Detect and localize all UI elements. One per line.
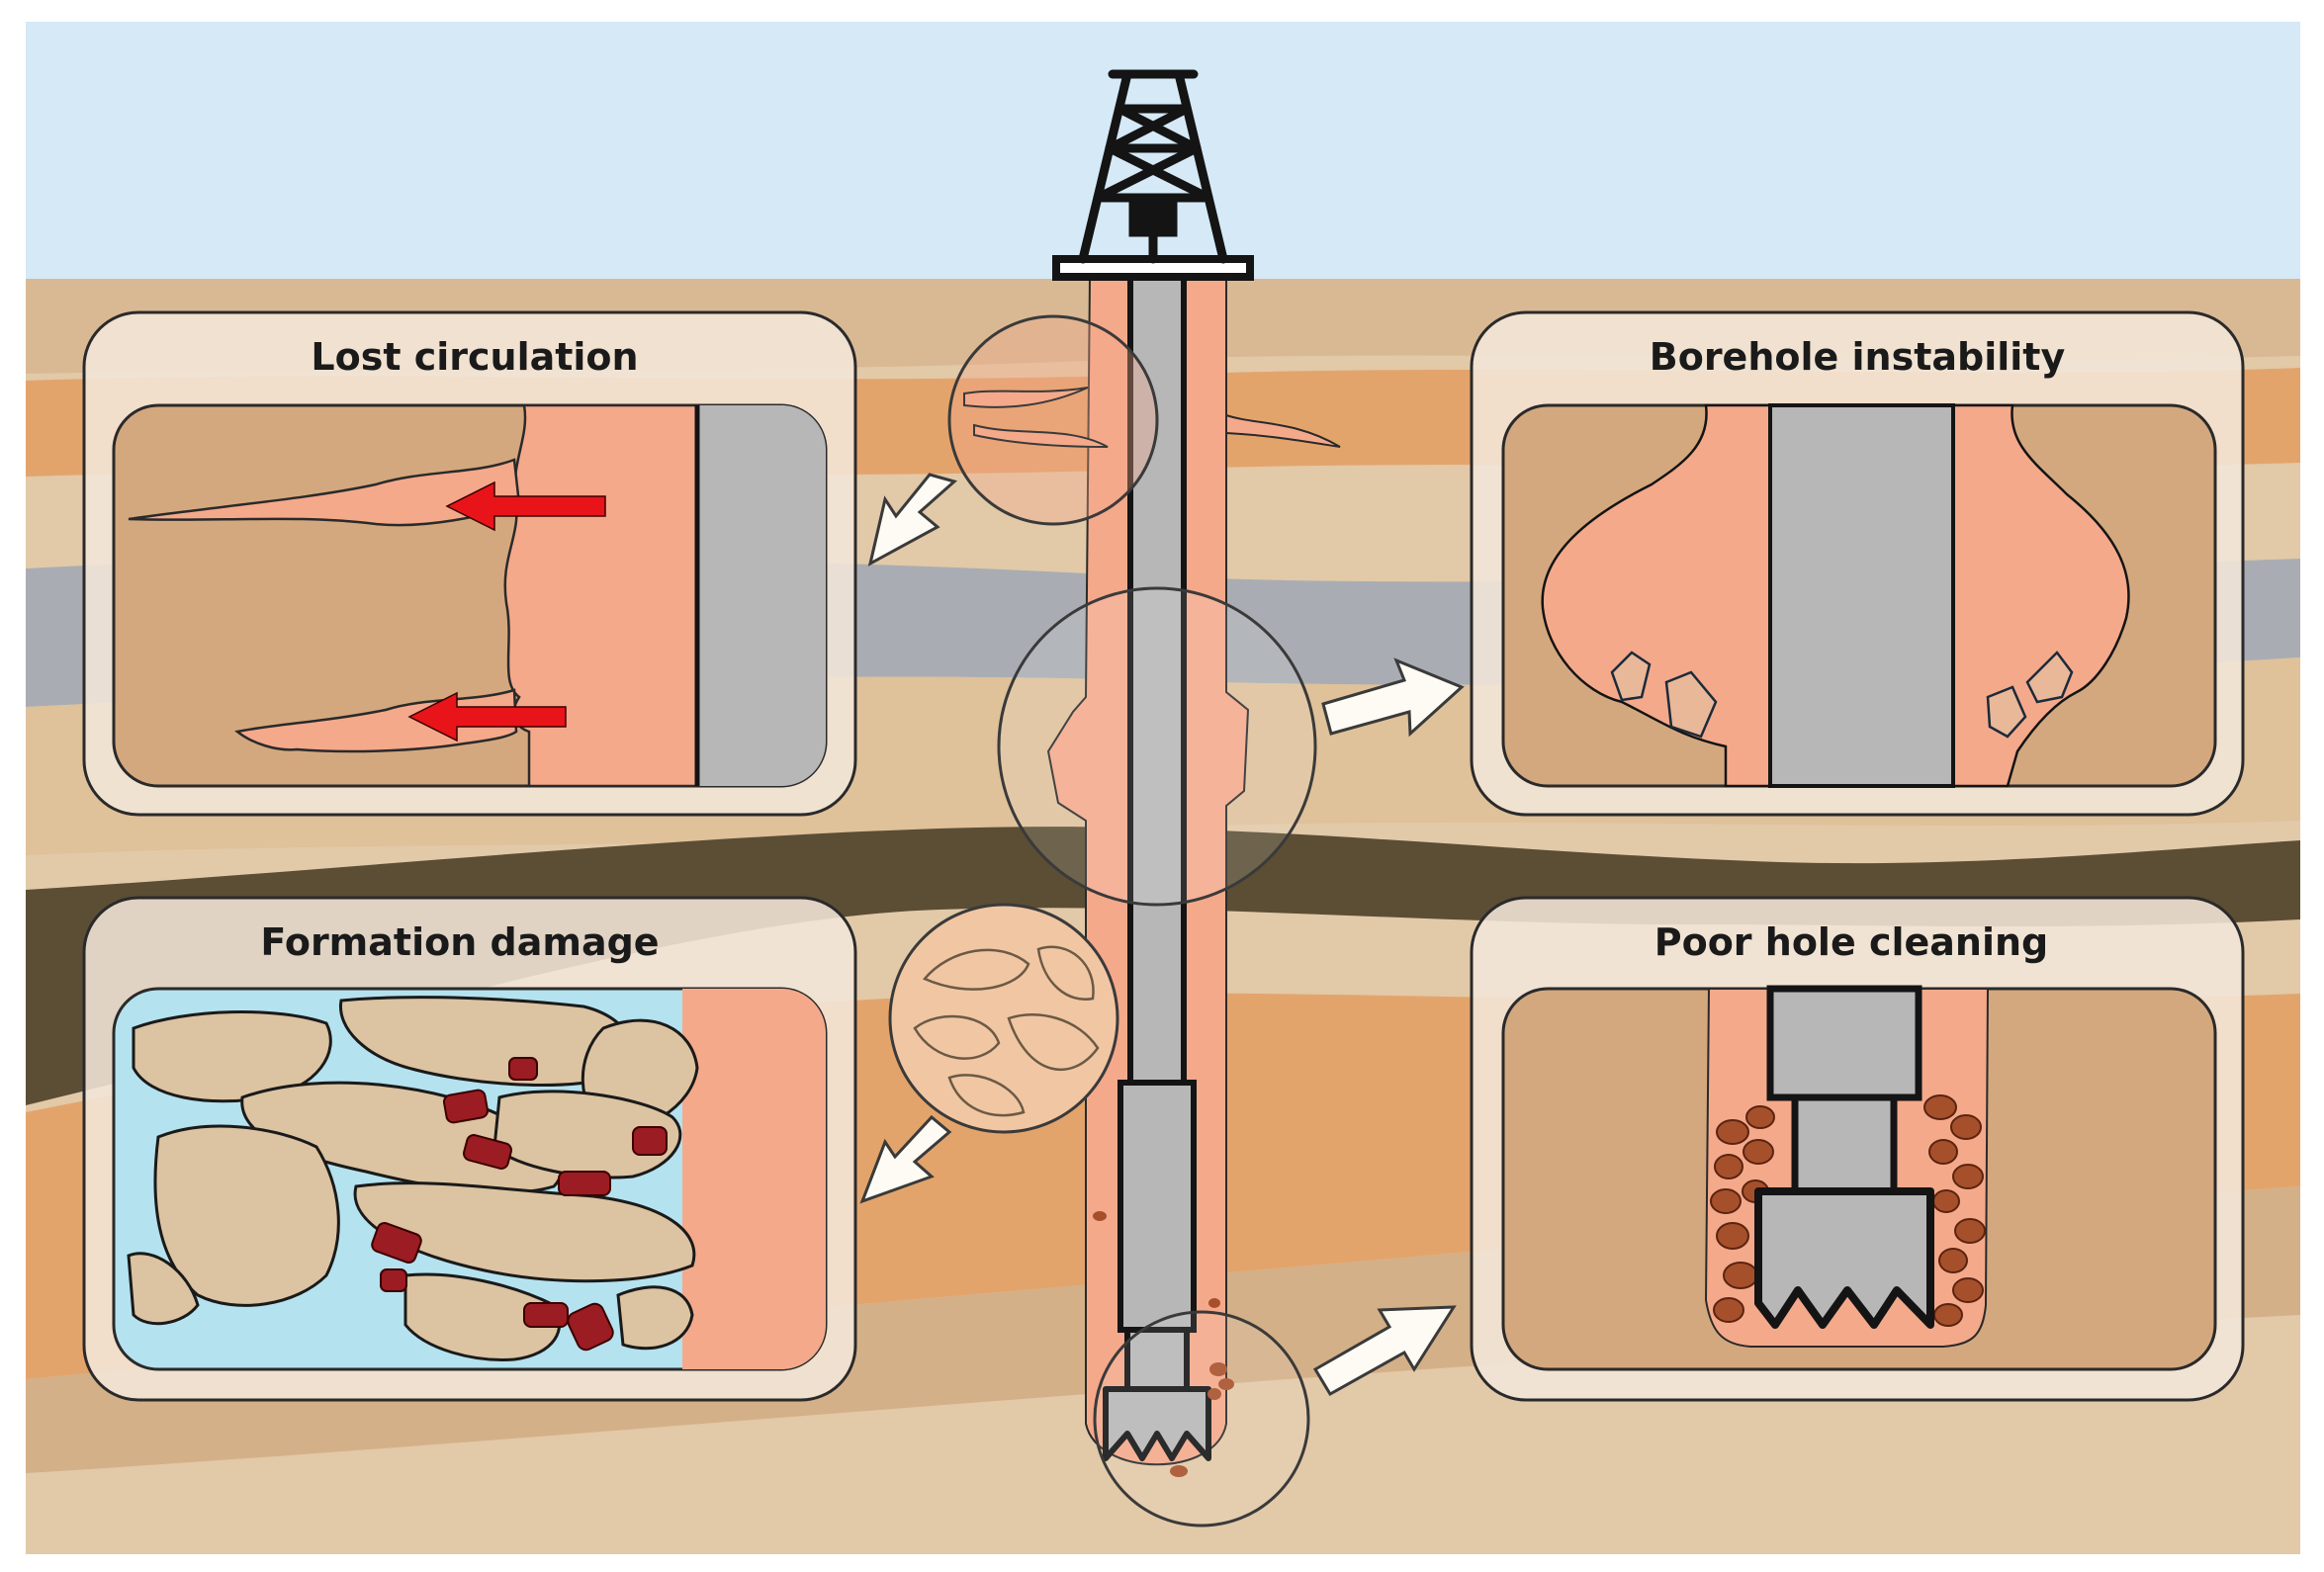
panel-title-poor-hole-cleaning: Poor hole cleaning xyxy=(1654,920,2049,964)
bit-cuttings xyxy=(1093,1211,1234,1477)
washout-left xyxy=(1541,403,1772,788)
bit-sub xyxy=(1124,1327,1190,1392)
inset-drill-bit xyxy=(1754,1187,1934,1329)
inset-pipe xyxy=(1766,985,1922,1101)
inset-pipe xyxy=(1768,403,1955,788)
panel-borehole-instability: Borehole instability xyxy=(1470,310,2245,817)
drill-collar xyxy=(1117,1080,1197,1333)
arrow-to-formation-damage-icon xyxy=(859,1114,952,1204)
drilling-rig-icon xyxy=(1052,69,1254,281)
fracture-upper xyxy=(128,458,521,527)
panel-formation-damage: Formation damage xyxy=(82,896,857,1402)
panel-lost-circulation: Lost circulation xyxy=(82,310,857,817)
magnifier-formation-damage xyxy=(888,903,1119,1134)
panel-title-borehole-instability: Borehole instability xyxy=(1650,335,2066,379)
panel-poor-hole-cleaning: Poor hole cleaning xyxy=(1470,896,2245,1402)
fines-particles xyxy=(371,1057,668,1352)
borehole-fracture xyxy=(1225,413,1341,448)
red-flow-arrow-icon xyxy=(407,480,606,742)
panel-title-lost-circulation: Lost circulation xyxy=(311,335,638,379)
magnifier-circles xyxy=(888,314,1317,1528)
panel-title-formation-damage: Formation damage xyxy=(260,920,659,964)
rock-grains xyxy=(127,996,699,1361)
magnifier-borehole-instability xyxy=(997,586,1317,907)
sky xyxy=(26,22,2300,289)
magnifier-poor-hole-cleaning xyxy=(1093,1310,1310,1528)
magnifier-lost-circulation xyxy=(947,314,1159,526)
washout-right xyxy=(1951,403,2130,788)
inset-mud xyxy=(682,989,826,1369)
caving-fragments xyxy=(1610,651,2074,739)
arrow-to-poor-hole-cleaning-icon xyxy=(1312,1305,1457,1397)
drill-bit xyxy=(1103,1386,1211,1461)
pointer-arrows xyxy=(859,473,1465,1397)
arrow-to-borehole-instability-icon xyxy=(1321,657,1465,738)
inset-pipe xyxy=(697,405,826,786)
inset-bit-sub xyxy=(1791,1093,1898,1195)
arrow-to-lost-circulation-icon xyxy=(867,473,958,567)
